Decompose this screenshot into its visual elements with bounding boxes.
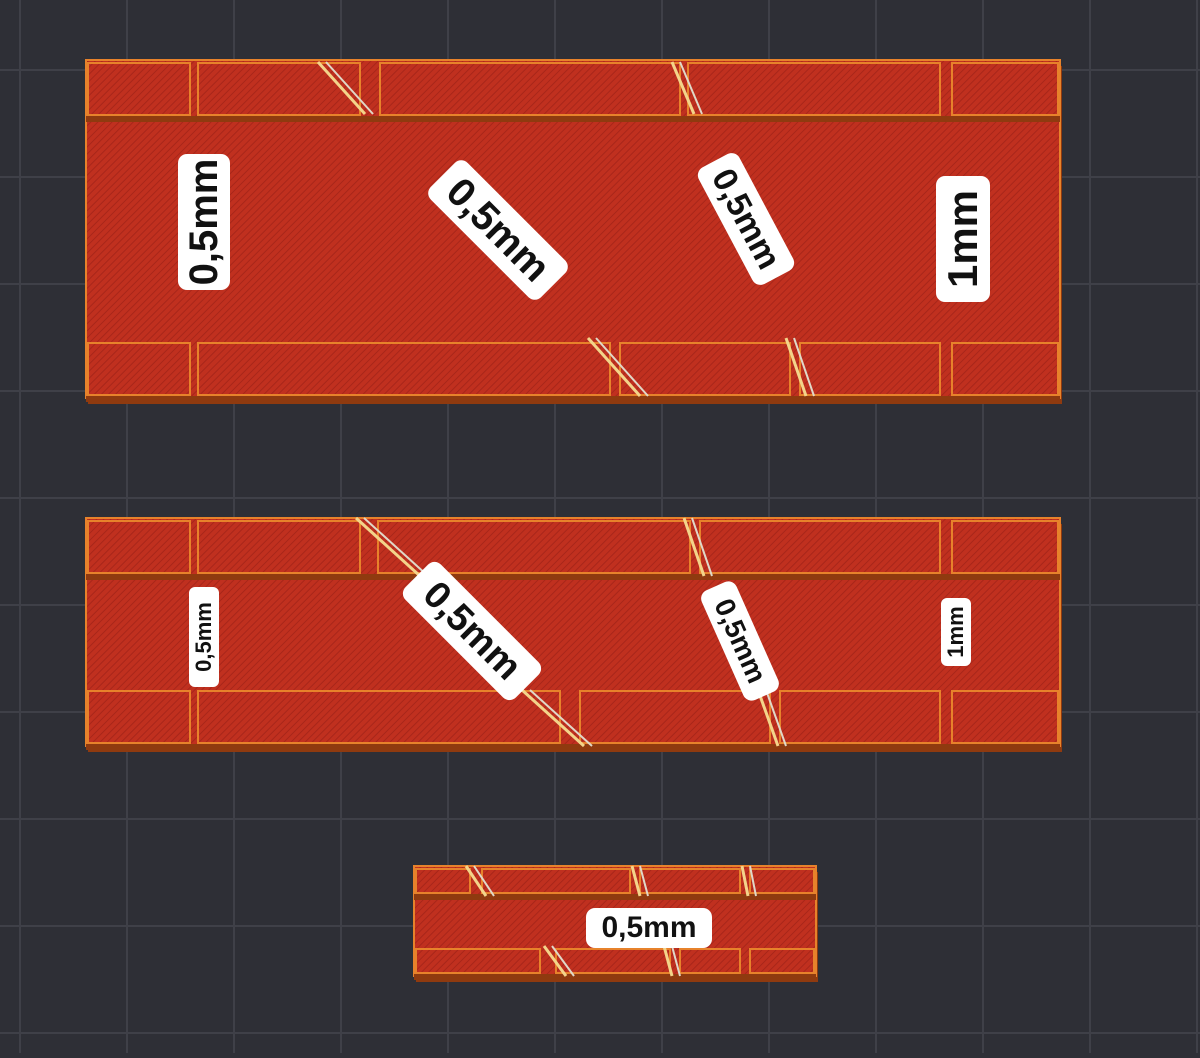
rail-segment [197,342,611,396]
rail-segment [87,62,191,116]
slot-cut [671,945,681,977]
rail-segment [555,948,671,974]
medium-label-left: 0,5mm [189,587,219,687]
rail-segment [749,948,815,974]
rail-segment [679,948,741,974]
slot-cut [542,945,568,977]
slot-cut [691,517,713,577]
rail-segment [687,62,941,116]
large-label-right: 1mm [936,176,990,302]
slot-cut [682,517,706,577]
rail-segment [779,690,941,744]
rail-segment [197,62,361,116]
slot-cut [765,689,787,747]
rail-segment [619,342,791,396]
rail-segment [749,868,815,894]
rail-segment [87,520,191,574]
large-model [85,59,1062,404]
rail-segment [799,342,941,396]
slot-cut [679,61,703,115]
slot-cut [595,337,649,397]
rail-side [414,974,816,980]
rail-segment [379,62,681,116]
slot-cut [639,865,649,897]
slot-cut [520,688,586,748]
rail-segment [415,948,541,974]
rail-segment [87,342,191,396]
slot-cut [464,865,488,897]
slot-cut [749,865,757,897]
rail-side [414,894,816,900]
slot-cut [784,337,808,397]
rail-segment [87,690,191,744]
small-label: 0,5mm [586,908,712,948]
slot-cut [756,689,780,747]
slot-cut [316,60,367,116]
rail-segment [951,690,1059,744]
medium-model [85,516,1062,752]
rail-side [86,744,1060,750]
rail-segment [951,342,1059,396]
rail-side [86,116,1060,122]
rail-segment [579,690,771,744]
rail-segment [951,520,1059,574]
rail-side [86,396,1060,402]
slot-cut [662,945,674,977]
slot-cut [630,865,642,897]
rail-segment [415,868,471,894]
slot-cut [670,61,696,115]
slot-cut [793,337,815,397]
slot-cut [473,865,495,897]
slot-cut [551,945,575,977]
rail-segment [481,868,631,894]
rail-segment [699,520,941,574]
rail-segment [639,868,741,894]
slot-cut [325,61,374,115]
slot-cut [529,689,593,747]
slot-cut [740,865,750,897]
rail-segment [951,62,1059,116]
medium-label-right: 1mm [941,598,971,666]
rail-segment [197,520,361,574]
large-label-left: 0,5mm [178,154,230,290]
rail-segment [197,690,561,744]
slot-cut [586,336,642,398]
rail-side [86,574,1060,580]
slot-cut [354,516,422,578]
rail-segment [377,520,691,574]
slot-cut [363,517,429,577]
